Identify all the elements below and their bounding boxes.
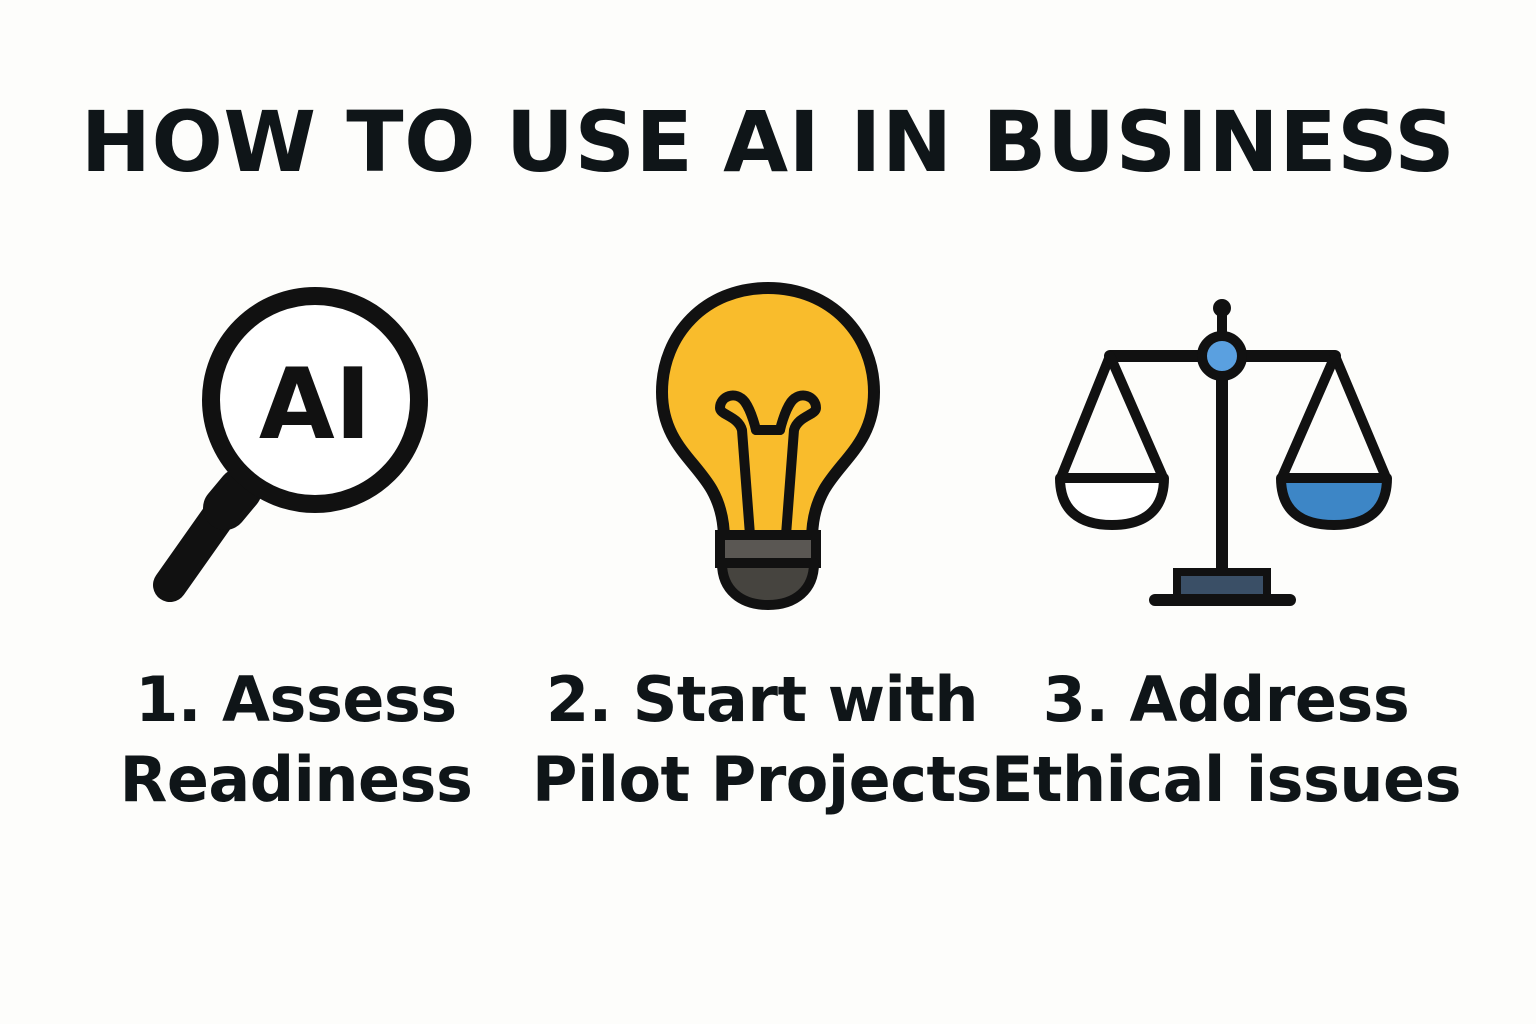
light-bulb-icon [656, 282, 880, 610]
step-2-line-1: 2. Start with [545, 663, 979, 736]
step-2-label: 2. Start with Pilot Projects [522, 660, 1002, 820]
magnifier-ai-text: AI [259, 348, 371, 462]
step-1-label: 1. Assess Readiness [56, 660, 536, 820]
balance-scale-icon [1055, 299, 1392, 606]
step-2-line-2: Pilot Projects [532, 743, 992, 816]
step-1-line-1: 1. Assess [135, 663, 457, 736]
magnifying-glass-ai-icon: AI [153, 287, 428, 602]
step-3-line-2: Ethical issues [991, 743, 1461, 816]
step-3-line-1: 3. Address [1042, 663, 1410, 736]
step-1-line-2: Readiness [119, 743, 473, 816]
page-title: HOW TO USE AI IN BUSINESS [80, 93, 1456, 191]
step-3-label: 3. Address Ethical issues [986, 660, 1466, 820]
